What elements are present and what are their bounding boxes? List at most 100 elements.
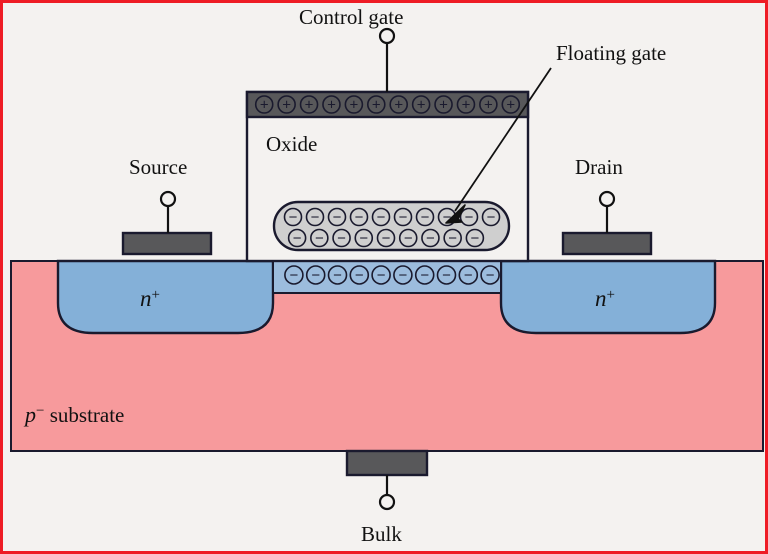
control-gate-label: Control gate bbox=[299, 5, 404, 29]
channel-negative-charge-circle bbox=[480, 265, 500, 285]
channel-negative-charge-sign: − bbox=[311, 267, 320, 284]
control-gate-positive-charge-sign: + bbox=[372, 97, 381, 114]
source-label: Source bbox=[129, 155, 188, 179]
control-gate-positive-charge-sign: + bbox=[439, 97, 448, 114]
device-cross-section-diagram: −−−−−−−−−− ++++++++++++ −−−−−−−−−−−−−−−−… bbox=[10, 27, 764, 511]
substrate-symbol: p bbox=[25, 402, 36, 427]
source-contact-pad bbox=[121, 231, 213, 256]
source-region-superscript: + bbox=[151, 287, 160, 303]
control-gate-positive-charge-circle bbox=[366, 95, 386, 114]
channel-negative-charge-sign: − bbox=[333, 267, 342, 284]
channel-negative-charge-circle bbox=[414, 265, 435, 285]
bulk-terminal-node bbox=[378, 493, 396, 511]
drain-region-superscript: + bbox=[606, 287, 615, 303]
floating-gate-negative-charge-bottom-circle bbox=[354, 228, 374, 248]
floating-gate-negative-charge-bottom-sign: − bbox=[337, 230, 346, 247]
floating-gate-negative-charge-top-circle bbox=[327, 207, 347, 227]
substrate-superscript: − bbox=[36, 403, 45, 419]
floating-gate-negative-charge-top-circle bbox=[481, 207, 501, 227]
source-region-label: n+ bbox=[140, 286, 160, 312]
floating-gate-negative-charge-bottom-sign: − bbox=[315, 230, 324, 247]
channel-negative-charge-circle bbox=[436, 265, 457, 285]
floating-gate-negative-charge-top-sign: − bbox=[333, 209, 342, 226]
floating-gate-negative-charge-bottom-sign: − bbox=[293, 230, 302, 247]
floating-gate-negative-charge-top-circle bbox=[371, 207, 391, 227]
floating-gate-negative-charge-bottom-sign: − bbox=[471, 230, 480, 247]
channel-negative-charge-sign: − bbox=[442, 267, 451, 284]
floating-gate-negative-charge-bottom-sign: − bbox=[382, 230, 391, 247]
control-gate-charge-group: ++++++++++++ bbox=[254, 95, 521, 114]
floating-gate-negative-charge-bottom-circle bbox=[287, 228, 307, 248]
floating-gate-negative-charge-bottom-circle bbox=[421, 228, 440, 248]
substrate-word: substrate bbox=[49, 403, 125, 427]
inversion-channel-region bbox=[272, 260, 502, 294]
oxide-label: Oxide bbox=[266, 132, 318, 156]
control-gate-positive-charge-sign: + bbox=[305, 97, 314, 114]
floating-gate-label: Floating gate bbox=[556, 41, 667, 65]
drain-label: Drain bbox=[575, 155, 623, 179]
bulk-label: Bulk bbox=[361, 522, 402, 546]
channel-negative-charge-circle bbox=[327, 265, 348, 285]
floating-gate-negative-charge-bottom-circle bbox=[465, 228, 485, 248]
channel-negative-charge-circle bbox=[349, 265, 370, 285]
channel-negative-charge-sign: − bbox=[399, 267, 408, 284]
control-gate-positive-charge-sign: + bbox=[462, 97, 471, 114]
channel-negative-charge-circle bbox=[371, 265, 391, 285]
floating-gate-negative-charge-top-sign: − bbox=[289, 209, 298, 226]
floating-gate-negative-charge-bottom-sign: − bbox=[448, 230, 457, 247]
source-n-plus-well bbox=[56, 259, 275, 335]
floating-gate-negative-charge-top-sign: − bbox=[377, 209, 386, 226]
floating-gate-negative-charge-bottom-circle bbox=[310, 228, 329, 248]
control-gate-positive-charge-sign: + bbox=[417, 97, 426, 114]
control-gate-positive-charge-circle bbox=[434, 95, 453, 114]
floating-gate-negative-charge-top-sign: − bbox=[443, 209, 452, 226]
source-region-symbol: n bbox=[140, 286, 152, 311]
channel-negative-charge-sign: − bbox=[377, 267, 386, 284]
drain-region-label: n+ bbox=[595, 286, 615, 312]
channel-negative-charge-sign: − bbox=[290, 267, 299, 284]
floating-gate-negative-charge-top-sign: − bbox=[465, 209, 474, 226]
floating-gate-negative-charge-top-sign: − bbox=[399, 209, 408, 226]
floating-gate-negative-charge-top-circle bbox=[459, 207, 479, 227]
floating-gate-negative-charge-top-circle bbox=[349, 207, 369, 227]
floating-gate-negative-charge-top-circle bbox=[283, 207, 303, 227]
floating-gate-negative-charge-bottom-circle bbox=[376, 228, 396, 248]
floating-gate-negative-charge-top-sign: − bbox=[311, 209, 320, 226]
channel-negative-charge-sign: − bbox=[486, 267, 495, 284]
control-gate-positive-charge-circle bbox=[411, 95, 431, 114]
control-gate-positive-charge-sign: + bbox=[282, 97, 291, 114]
floating-gate-negative-charge-top-circle bbox=[415, 207, 435, 227]
drain-region-symbol: n bbox=[595, 286, 607, 311]
channel-negative-charge-sign: − bbox=[464, 267, 473, 284]
control-gate-positive-charge-circle bbox=[389, 95, 409, 114]
floating-gate-charge-group: −−−−−−−−−−−−−−−−−−− bbox=[283, 207, 501, 248]
floating-gate-negative-charge-bottom-circle bbox=[443, 228, 462, 248]
channel-negative-charge-circle bbox=[458, 265, 479, 285]
channel-charge-group: −−−−−−−−−− bbox=[284, 265, 500, 285]
control-gate-positive-charge-circle bbox=[299, 95, 319, 114]
floating-gate-negative-charge-bottom-circle bbox=[332, 228, 351, 248]
control-gate-positive-charge-sign: + bbox=[394, 97, 403, 114]
control-gate-positive-charge-sign: + bbox=[484, 97, 493, 114]
floating-gate-callout-arrowhead bbox=[445, 204, 466, 224]
floating-gate-negative-charge-bottom-circle bbox=[398, 228, 418, 248]
channel-negative-charge-sign: − bbox=[355, 267, 364, 284]
channel-negative-charge-circle bbox=[284, 265, 304, 285]
drain-n-plus-well bbox=[499, 259, 717, 335]
floating-gate-negative-charge-top-sign: − bbox=[355, 209, 364, 226]
floating-gate-negative-charge-bottom-sign: − bbox=[426, 230, 435, 247]
drain-contact-pad bbox=[561, 231, 653, 256]
control-gate-positive-charge-sign: + bbox=[349, 97, 358, 114]
control-gate-positive-charge-sign: + bbox=[327, 97, 336, 114]
channel-negative-charge-circle bbox=[305, 265, 326, 285]
control-gate-positive-charge-circle bbox=[322, 95, 341, 114]
floating-gate-callout-line bbox=[454, 67, 552, 212]
channel-negative-charge-sign: − bbox=[420, 267, 429, 284]
floating-gate-negative-charge-bottom-sign: − bbox=[359, 230, 368, 247]
control-gate-positive-charge-circle bbox=[456, 95, 476, 114]
control-gate-terminal-node bbox=[378, 27, 396, 45]
floating-gate-negative-charge-top-circle bbox=[393, 207, 413, 227]
control-gate-positive-charge-circle bbox=[277, 95, 296, 114]
control-gate-positive-charge-circle bbox=[501, 95, 521, 114]
control-gate-positive-charge-circle bbox=[344, 95, 364, 114]
